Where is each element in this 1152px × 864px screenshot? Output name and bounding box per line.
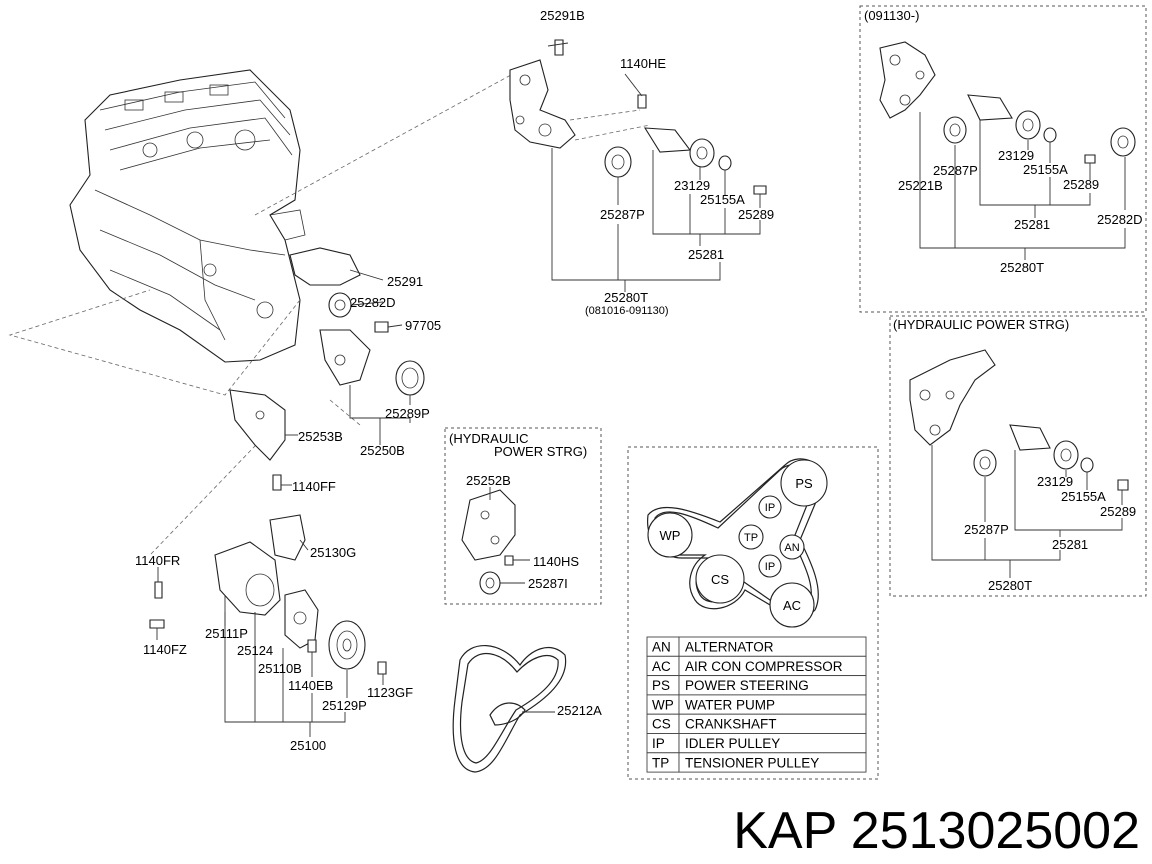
- label-1140he: 1140HE: [620, 56, 666, 71]
- belt-label-an: AN: [784, 542, 799, 554]
- pulley-tp: [738, 524, 764, 550]
- label-25253b: 25253B: [298, 429, 343, 444]
- label-1140eb: 1140EB: [288, 678, 333, 693]
- belt-routing-diagram: PS IP WP TP AN IP CS AC: [647, 458, 828, 628]
- belt-label-ip-top: IP: [765, 502, 775, 514]
- label-25287p-b: 25287P: [933, 163, 978, 178]
- label-25252b: 25252B: [466, 473, 511, 488]
- label-25130g: 25130G: [310, 545, 356, 560]
- tensioner-assembly-hydraulic-right: [909, 349, 1129, 491]
- label-25129p: 25129P: [322, 698, 367, 713]
- label-25281-a: 25281: [688, 247, 724, 262]
- label-23129-b: 23129: [998, 148, 1034, 163]
- label-25289p: 25289P: [385, 406, 430, 421]
- legend-name: WATER PUMP: [685, 697, 775, 712]
- label-25291: 25291: [387, 274, 423, 289]
- label-1140hs: 1140HS: [533, 554, 579, 569]
- label-25287i: 25287I: [528, 576, 568, 591]
- legend-name: POWER STEERING: [685, 678, 809, 693]
- label-25100: 25100: [290, 738, 326, 753]
- belt-label-tp: TP: [744, 532, 758, 544]
- label-1140fr: 1140FR: [135, 553, 180, 568]
- label-97705: 97705: [405, 318, 441, 333]
- bracket-hydraulic-center: [461, 489, 516, 595]
- legend-code: AN: [652, 640, 671, 655]
- belt-label-cs: CS: [711, 572, 729, 587]
- engine-block: [69, 69, 306, 363]
- brand-caption: KAP 2513025002: [733, 802, 1140, 860]
- label-25155a-c: 25155A: [1061, 489, 1106, 504]
- label-25155a-b: 25155A: [1023, 162, 1068, 177]
- label-25289-b: 25289: [1063, 177, 1099, 192]
- label-25280t-a-note: (081016-091130): [585, 305, 669, 317]
- label-25124: 25124: [237, 643, 273, 658]
- label-frame-091130: (091130-): [864, 8, 919, 23]
- pulley-ip-bottom: [758, 554, 782, 578]
- pulley-ps: [780, 459, 828, 507]
- pulley-wp: [647, 512, 693, 558]
- leader-lines: [156, 42, 1126, 737]
- label-25110b: 25110B: [258, 661, 302, 676]
- label-frame-hydraulic-center-1: (HYDRAULIC: [449, 431, 528, 446]
- legend-name: AIR CON COMPRESSOR: [685, 659, 843, 674]
- pulley-ac: [769, 582, 815, 628]
- tensioner-assembly-top-right: [879, 41, 1136, 164]
- label-1140fz: 1140FZ: [143, 642, 187, 657]
- label-25287p-c: 25287P: [964, 522, 1009, 537]
- legend-name: ALTERNATOR: [685, 640, 774, 655]
- belt-label-ip-bottom: IP: [765, 561, 775, 573]
- belt-label-ps: PS: [795, 476, 813, 491]
- frame-091130: [859, 5, 1147, 313]
- label-25289-c: 25289: [1100, 504, 1136, 519]
- label-25250b: 25250B: [360, 443, 405, 458]
- legend-code: WP: [652, 697, 674, 712]
- part-labels: 25291B 1140HE 25287P 23129 25155A 25289 …: [135, 8, 1143, 753]
- label-25111p: 25111P: [205, 626, 248, 641]
- water-pump-assembly: [149, 514, 387, 675]
- label-23129-a: 23129: [674, 178, 710, 193]
- legend-code: PS: [652, 678, 670, 693]
- label-25212a: 25212A: [557, 703, 602, 718]
- serpentine-belt: [452, 645, 567, 773]
- frame-hydraulic-center: [444, 427, 602, 605]
- label-25287p-a: 25287P: [600, 207, 645, 222]
- frame-belt-routing: [627, 446, 879, 780]
- legend-name: IDLER PULLEY: [685, 736, 780, 751]
- label-25281-c: 25281: [1052, 537, 1088, 552]
- frame-hydraulic-right: [889, 315, 1147, 597]
- label-frame-hydraulic-center-2: POWER STRG): [494, 444, 587, 459]
- legend-code: CS: [652, 717, 671, 732]
- label-25280t-b: 25280T: [1000, 260, 1044, 275]
- legend-table: AN ALTERNATOR AC AIR CON COMPRESSOR PS POWER …: [646, 636, 867, 773]
- belt-label-ac: AC: [783, 598, 801, 613]
- label-frame-hydraulic-right: (HYDRAULIC POWER STRG): [893, 317, 1069, 332]
- legend-code: AC: [652, 659, 671, 674]
- pulley-ip-top: [758, 495, 782, 519]
- label-25221b: 25221B: [898, 178, 943, 193]
- bracket-and-pulleys-center: [229, 247, 425, 491]
- label-25155a-a: 25155A: [700, 192, 745, 207]
- label-25282d-a: 25282D: [350, 295, 396, 310]
- label-25289-a: 25289: [738, 207, 774, 222]
- pulley-an: [779, 534, 805, 560]
- pulley-cs: [695, 554, 745, 604]
- label-25282d-b: 25282D: [1097, 212, 1143, 227]
- label-25280t-c: 25280T: [988, 578, 1032, 593]
- legend-name: CRANKSHAFT: [685, 717, 777, 732]
- label-23129-c: 23129: [1037, 474, 1073, 489]
- legend-code: IP: [652, 736, 665, 751]
- legend-code: TP: [652, 755, 669, 770]
- label-1123gf: 1123GF: [367, 685, 413, 700]
- belt-label-wp: WP: [660, 528, 681, 543]
- label-25280t-a: 25280T: [604, 290, 648, 305]
- legend-name-cell: [678, 752, 867, 773]
- label-1140ff: 1140FF: [292, 479, 336, 494]
- legend-name: TENSIONER PULLEY: [685, 755, 819, 770]
- label-25281-b: 25281: [1014, 217, 1050, 232]
- label-25291b: 25291B: [540, 8, 585, 23]
